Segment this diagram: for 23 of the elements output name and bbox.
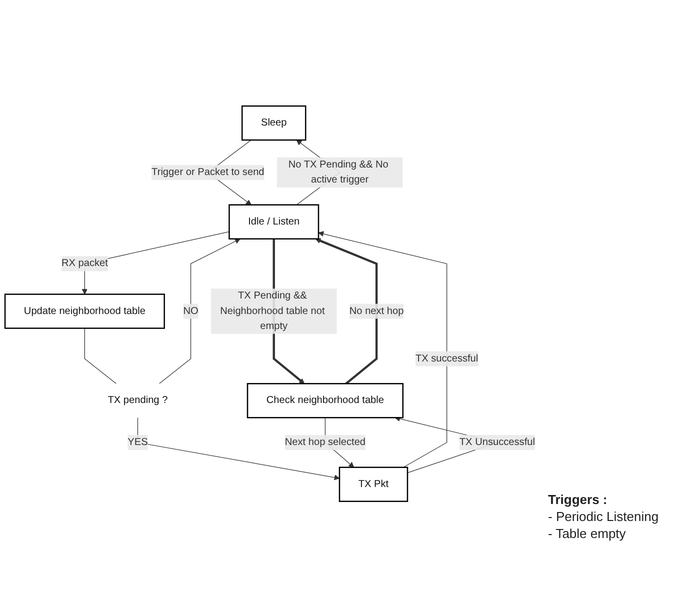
note-item: - Periodic Listening [548,509,660,524]
edge-label: Trigger or Packet to send [152,166,264,178]
arrow [315,238,378,384]
node-box: Check neighborhood table [246,382,404,418]
edge-label: No next hop [349,305,404,316]
edge-label: NO [183,305,198,316]
edge-label: TX successful [415,352,478,364]
edge-label: YES [128,436,148,448]
edge-label: No TX Pending && No active trigger [288,159,388,185]
edge-label: Next hop selected [284,436,366,448]
edge-label: TX Pending && Neighborhood table not empty [220,290,325,332]
node-box: Update neighborhood table [4,293,165,329]
note-heading: Triggers : [548,492,608,507]
arrow [137,417,340,480]
node-box: TX Pkt [338,466,408,502]
node-text: TX pending ? [108,394,168,406]
edge-label: TX Unsuccessful [459,436,535,448]
node-box: Idle / Listen [228,204,320,240]
node-box: Sleep [241,105,306,140]
connector [84,328,116,384]
arrow [158,238,240,384]
edge-label: RX packet [61,258,108,269]
note-item: - Table empty [548,526,627,541]
